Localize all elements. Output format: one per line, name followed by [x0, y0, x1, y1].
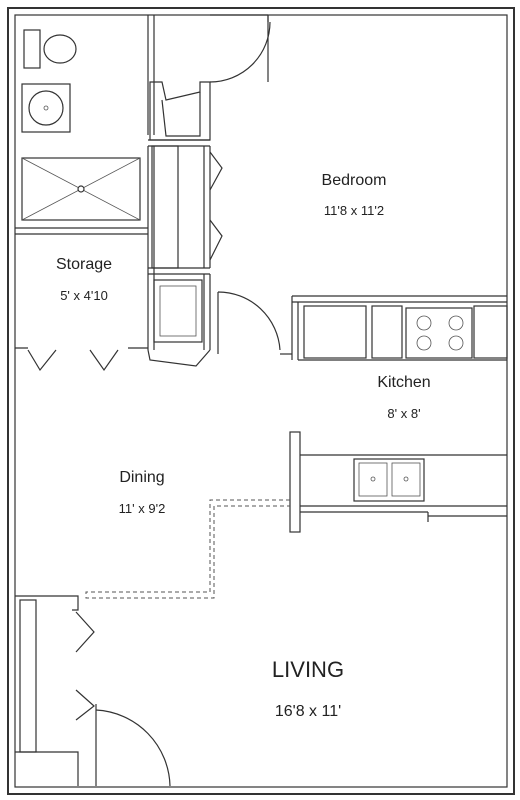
- bathroom: [15, 14, 271, 235]
- room-size: 11' x 9'2: [119, 501, 166, 516]
- room-name: Kitchen: [377, 374, 430, 391]
- hall-closets: [147, 81, 223, 367]
- room-label-storage: Storage 5' x 4'10: [56, 256, 112, 303]
- room-size: 8' x 8': [387, 406, 420, 421]
- exterior-walls: [7, 7, 515, 795]
- bifold-door-icon: [27, 349, 119, 372]
- room-size: 16'8 x 11': [275, 703, 341, 720]
- room-size: 5' x 4'10: [60, 288, 108, 303]
- living-closet: [15, 595, 95, 786]
- storage-walls: [15, 347, 148, 372]
- toilet-icon: [23, 29, 77, 69]
- door-swing-icon: [209, 14, 271, 83]
- room-size: 11'8 x 11'2: [324, 203, 384, 218]
- room-name: Dining: [119, 469, 164, 486]
- room-label-bedroom: Bedroom 11'8 x 11'2: [322, 172, 387, 218]
- bifold-door-icon: [75, 611, 95, 721]
- bedroom-walls: [267, 15, 507, 360]
- room-label-kitchen: Kitchen 8' x 8': [377, 374, 430, 421]
- door-swing-icon: [95, 704, 171, 787]
- room-name: Bedroom: [322, 172, 387, 189]
- room-label-living: LIVING 16'8 x 11': [272, 657, 344, 720]
- kitchen-sink-icon: [353, 458, 425, 502]
- shower-icon: [21, 157, 141, 221]
- room-name: Storage: [56, 256, 112, 273]
- bathroom-sink-icon: [21, 83, 71, 133]
- kitchen: [289, 305, 508, 533]
- stove-icon: [405, 307, 473, 359]
- bifold-door-icon: [209, 151, 223, 261]
- room-name: LIVING: [272, 657, 344, 682]
- room-label-dining: Dining 11' x 9'2: [119, 469, 166, 516]
- door-swing-icon: [217, 291, 292, 355]
- flooring-boundary: [85, 499, 290, 599]
